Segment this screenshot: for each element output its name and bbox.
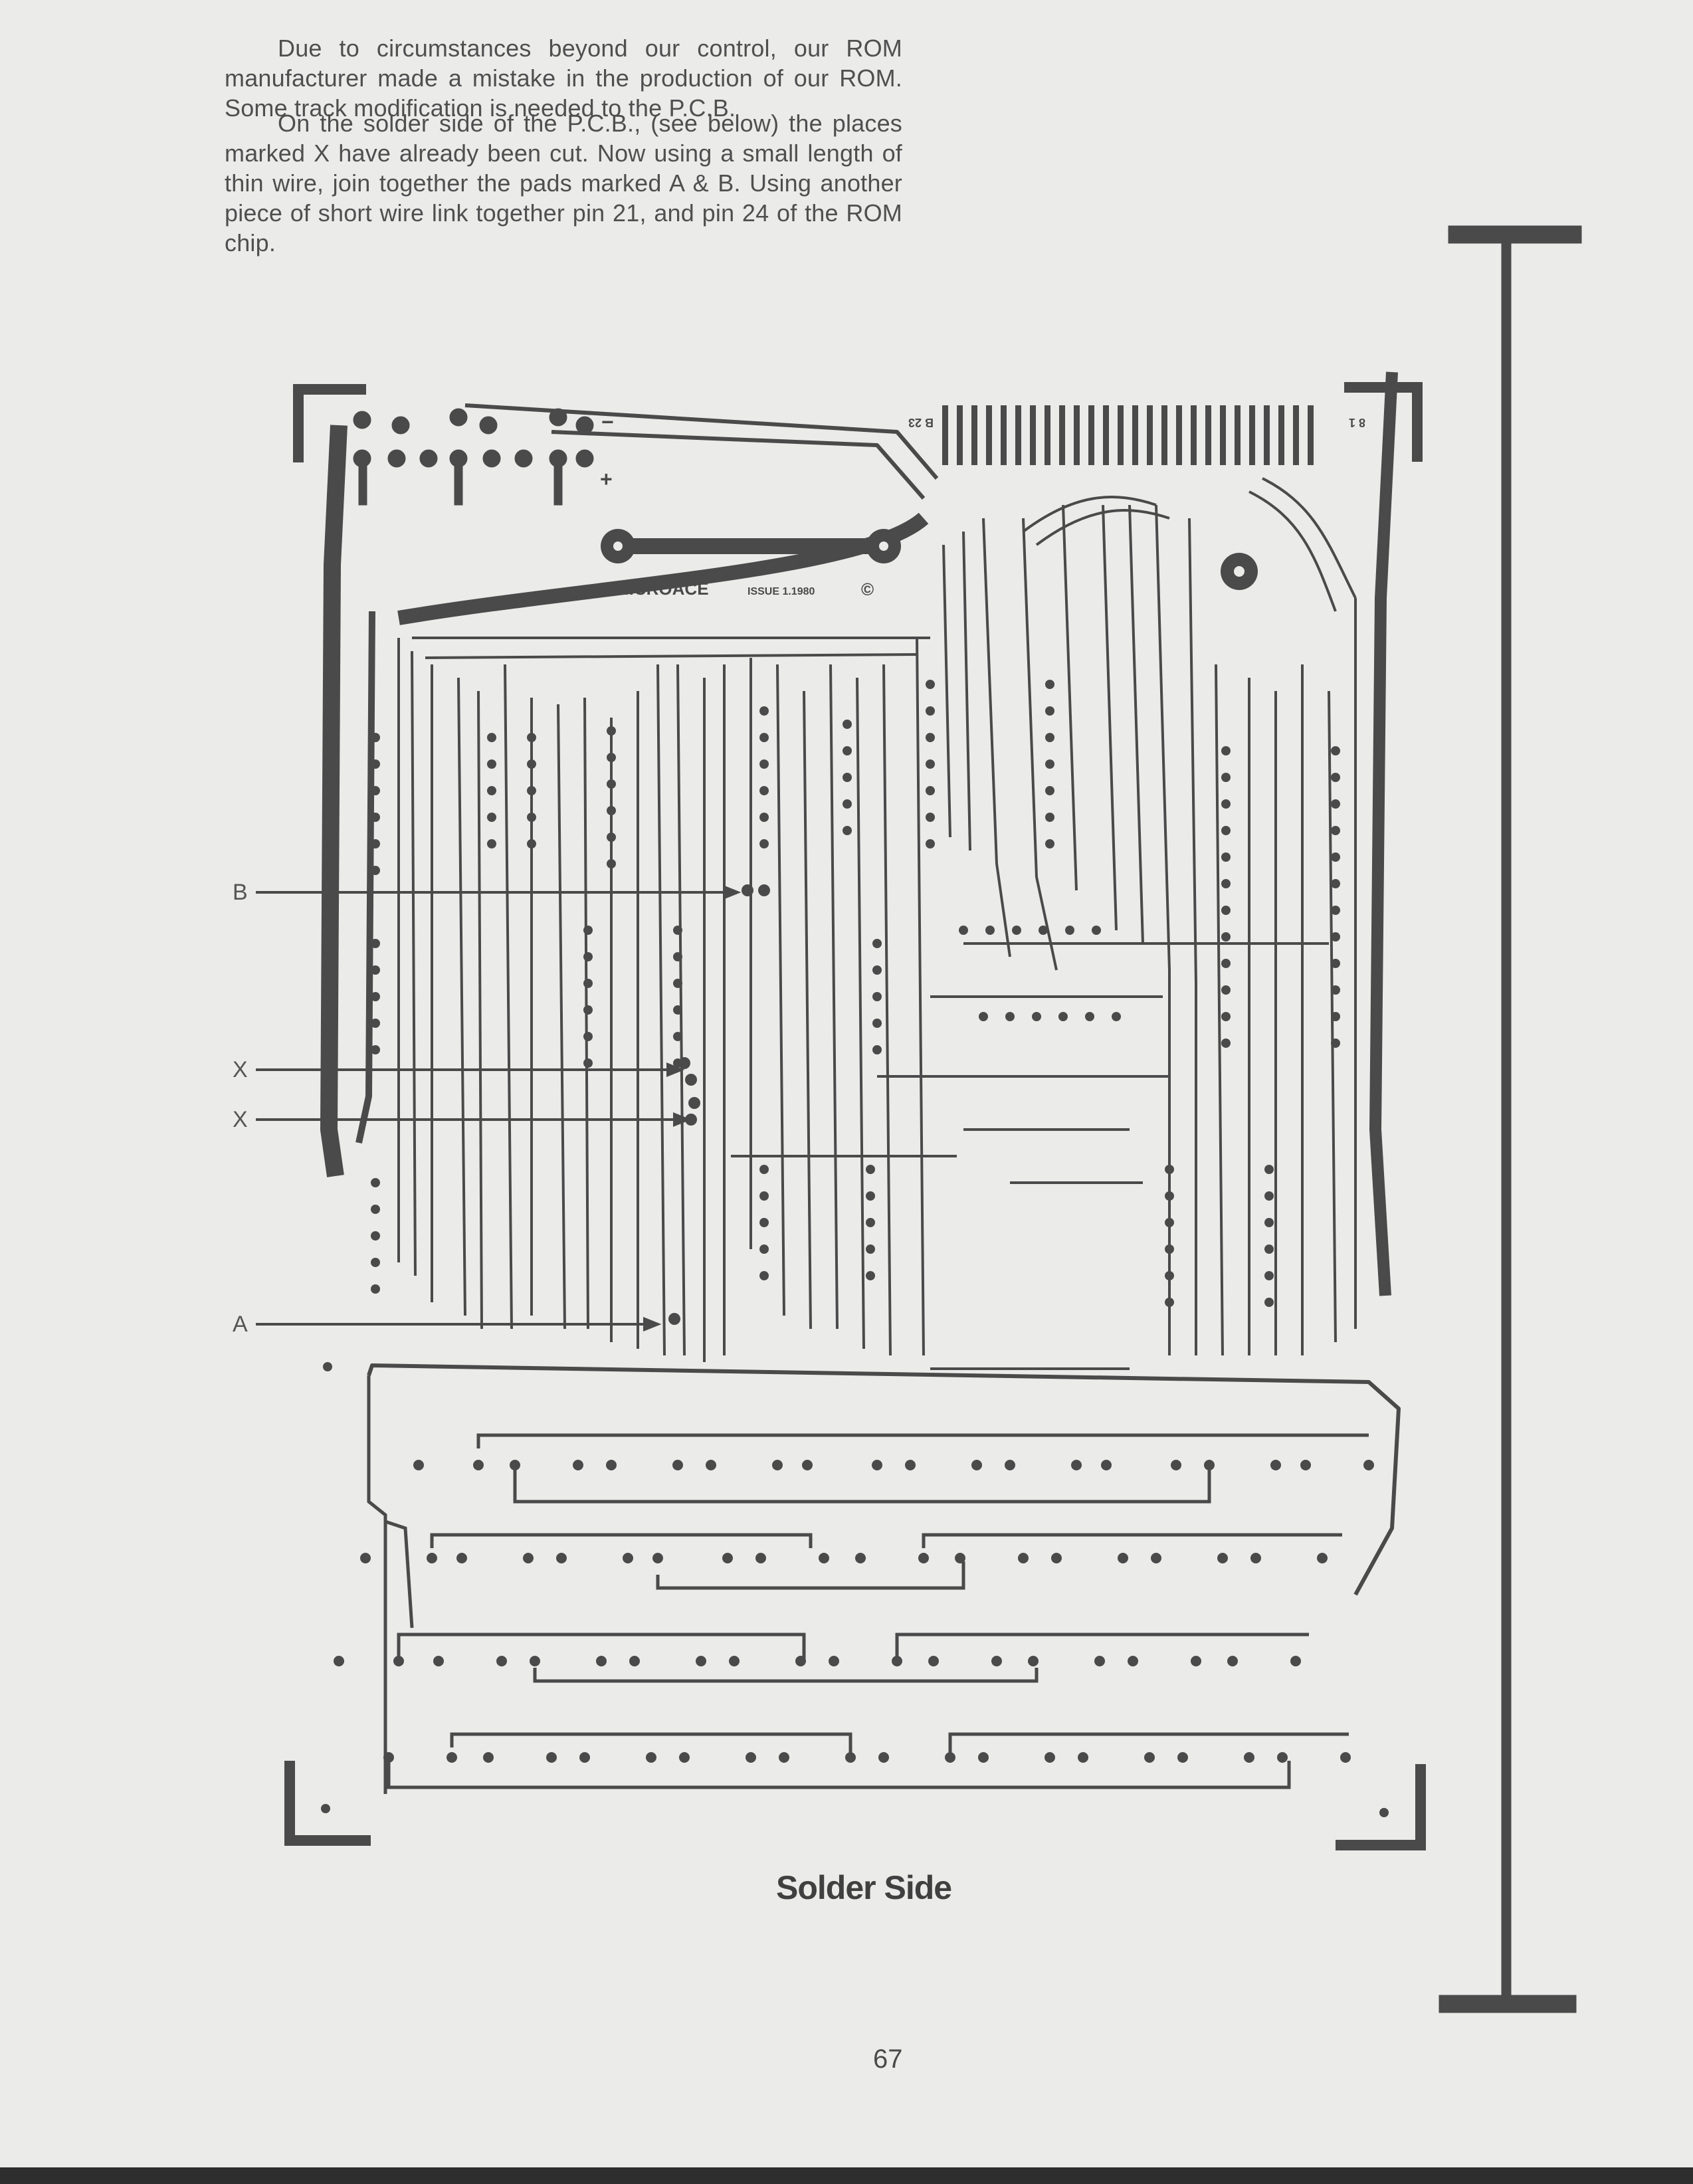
edge-connector [942, 405, 1314, 465]
ic-pads [371, 680, 1340, 1325]
pointer-label-b: B [233, 880, 248, 905]
pointer-label-a: A [233, 1312, 248, 1337]
supply-pads [353, 408, 594, 506]
copyright-icon: © [861, 579, 874, 599]
corner-marks [284, 382, 1426, 1850]
pointer-label-x-1: X [233, 1057, 248, 1082]
keyboard-pads [334, 1460, 1374, 1763]
silkscreen: MICROACE ISSUE 1.1980 © − + B 23 8 1 [600, 410, 1365, 599]
keyboard-matrix [367, 1375, 1369, 1794]
link-bar [601, 529, 1258, 590]
track-bundles [397, 477, 1357, 1370]
page-number: 67 [873, 2044, 903, 2074]
plus-sign: + [600, 467, 613, 491]
intro-paragraph-1: Due to circumstances beyond our control,… [225, 35, 902, 122]
pointer-arrows [256, 885, 742, 1332]
board-name: MICROACE [615, 579, 709, 599]
edge-label-left: B 23 [908, 416, 934, 429]
minus-sign: − [601, 410, 614, 434]
pointer-label-x-2: X [233, 1107, 248, 1132]
board-issue: ISSUE 1.1980 [747, 586, 815, 597]
diagram-caption: Solder Side [776, 1869, 952, 1906]
intro-paragraph-2: On the solder side of the P.C.B., (see b… [225, 110, 902, 256]
edge-label-right: 8 1 [1349, 416, 1365, 429]
scale-bar [1439, 225, 1582, 2013]
scan-edge [0, 2167, 1693, 2184]
